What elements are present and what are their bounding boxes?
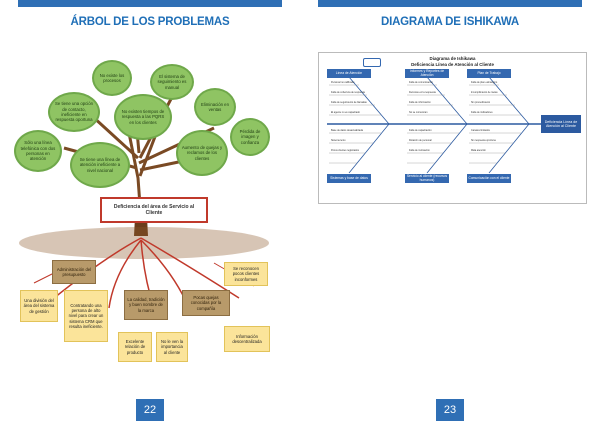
cause-brand-sub-1: Excelente relación de producto [118, 332, 152, 362]
fishbone-lines [327, 76, 541, 174]
cause-label: Sin procedimiento [471, 101, 491, 104]
cause-label: Sistema lento [331, 139, 346, 142]
effect-contact-option: Se tiene una opción de contacto, inefici… [48, 92, 100, 132]
cause-brand-sub-2: No le ven la importancia al cliente [156, 332, 188, 362]
effect-no-processes: No existe los procesos [92, 60, 132, 96]
category-reports: Informes y Reportes de Atención [405, 69, 449, 78]
cause-admin-sub-2: Contratando una persona de alto nivel pa… [64, 290, 108, 342]
left-page-title: ÁRBOL DE LOS PROBLEMAS [70, 16, 230, 28]
cause-label: Pocos clientes registrados [331, 149, 359, 152]
cause-few-clients-top: Se reconocen pocos clientes inconformes [224, 262, 268, 286]
cause-label: Falta de capacitación [409, 129, 432, 132]
cause-admin-sub-1: Una división del área del sistema de ges… [20, 290, 58, 322]
cause-label: Mala atención [471, 149, 486, 152]
effect-manual-tracking: El sistema de seguimiento es manual [150, 64, 194, 100]
cause-admin: Administración del presupuesto [52, 260, 96, 284]
cause-label: Canales limitados [471, 129, 490, 132]
left-top-bar [18, 0, 282, 7]
cause-label: Falta de motivación [409, 149, 430, 152]
ishikawa-diagram: Diagrama de Ishikawa Deficiencia Línea d… [318, 52, 587, 204]
cause-decentralized: Información descentralizada [224, 326, 270, 352]
cause-few-complaints: Pocas quejas conocidas por la compañía [182, 290, 230, 316]
central-problem: Deficiencia del área de Servicio al Clie… [100, 197, 208, 223]
company-logo [363, 58, 381, 67]
effect-image-loss: Pérdida de imagen y confianza [230, 118, 270, 156]
effect-complaints: Aumento de quejas y reclamos de los clie… [176, 130, 228, 176]
cause-label: Falta de comunicación [409, 81, 433, 84]
category-line: Línea de Atención [327, 69, 371, 78]
effect-one-phone-line: Sólo una línea telefónica con dos person… [14, 130, 62, 172]
fish-head: Deficiencia Línea de Atención al Cliente [541, 115, 581, 133]
cause-label: Falta de plan estratégico [471, 81, 498, 84]
problem-tree: No existe los procesos El sistema de seg… [14, 58, 274, 394]
diagram-title: Diagrama de Ishikawa [429, 56, 476, 61]
cause-label: Sin respuesta oportuna [471, 139, 496, 142]
cause-label: Personal no calificado [331, 81, 355, 84]
right-top-bar [318, 0, 582, 7]
cause-brand: La calidad, tradición y buen nombre de l… [124, 290, 168, 320]
effect-sales-loss: Eliminación en ventas [194, 88, 236, 126]
right-page-title: DIAGRAMA DE ISHIKAWA [380, 16, 520, 28]
right-page-number: 23 [436, 399, 464, 421]
cause-label: No se comunican [409, 111, 428, 114]
category-service: Servicio al cliente (recursos humanos) [405, 173, 449, 183]
effect-inefficient-line: Se tiene una línea de atención ineficien… [70, 142, 130, 188]
category-communication: Comunicación con el cliente [467, 174, 511, 183]
effect-no-response-times: No existen tiempos de respuesta a las PQ… [114, 94, 172, 140]
category-plan: Plan de Trabajo [467, 69, 511, 78]
category-systems: Sistemas y base de datos [327, 174, 371, 183]
left-page-number: 22 [136, 399, 164, 421]
cause-label: Incumplimiento de metas [471, 91, 498, 94]
cause-label: El agente no es capacitado [331, 111, 360, 114]
diagram-subtitle: Deficiencia Línea de Atención al Cliente [411, 62, 494, 67]
cause-label: Falta de seguimiento de llamadas [331, 101, 367, 104]
cause-label: Falta de indicadores [471, 111, 493, 114]
cause-label: Base de datos desactualizada [331, 129, 363, 132]
cause-label: Falta de información [409, 101, 431, 104]
cause-label: Rotación de personal [409, 139, 432, 142]
cause-label: Falta de cobertura de respuesta [331, 91, 365, 94]
cause-label: Demoras en la respuesta [409, 91, 436, 94]
